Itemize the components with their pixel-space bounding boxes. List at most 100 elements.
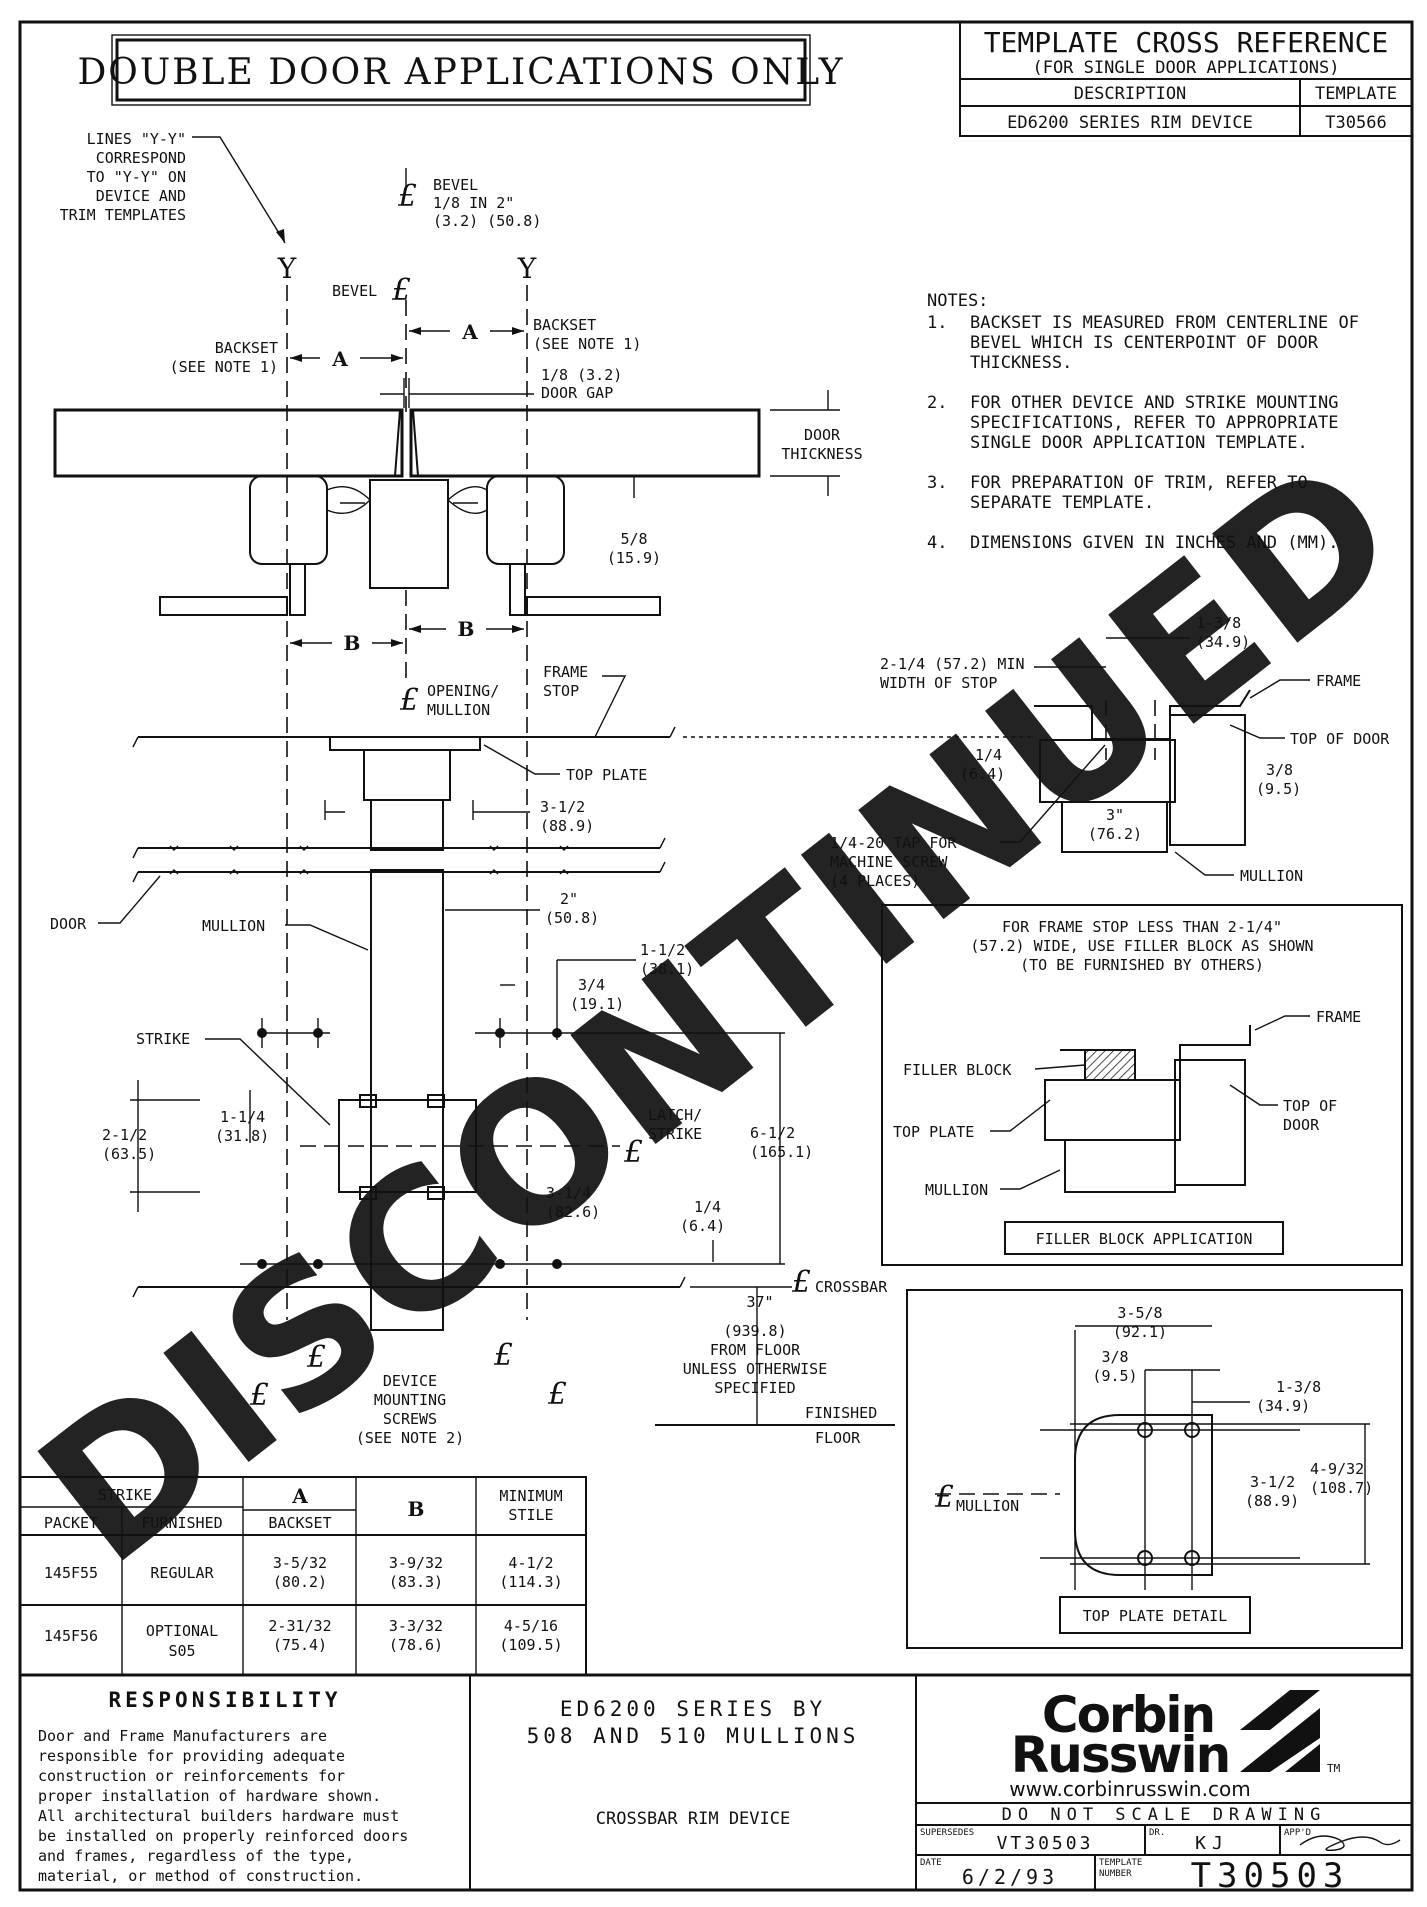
centerline-symbol: £	[547, 1377, 567, 1412]
filler-block-label: FILLER BLOCK	[903, 1061, 1011, 1079]
plan-view: LINES "Y-Y" CORRESPOND TO "Y-Y" ON DEVIC…	[53, 130, 863, 1320]
table-cell-min: 4-1/2	[508, 1554, 553, 1572]
device-screws-line: MOUNTING	[374, 1391, 446, 1409]
table-cell-packet: 145F55	[44, 1564, 98, 1582]
dim-3-1-2-line: (88.9)	[540, 817, 594, 835]
series-title-line: ED6200 SERIES BY	[560, 1697, 826, 1721]
note-1-number: 1.	[927, 313, 947, 333]
tp-dim-3-8-line: (9.5)	[1092, 1367, 1137, 1385]
dim-3-1-4-line: (82.6)	[546, 1203, 600, 1221]
website: www.corbinrusswin.com	[1009, 1777, 1250, 1801]
y-label-left: Y	[277, 252, 297, 285]
dim-3-4-line: 3/4	[578, 976, 605, 994]
mullion-section: 1-3/8 (34.9) 2-1/4 (57.2) MIN WIDTH OF S…	[830, 614, 1390, 890]
trademark: TM	[1327, 1762, 1341, 1775]
tp-dim-1-3-8-line: (34.9)	[1256, 1397, 1310, 1415]
dim-3-8-line: 3/8	[1266, 761, 1293, 779]
tap-line: 1/4-20 TAP FOR	[830, 834, 957, 852]
centerline-symbol: £	[623, 1135, 643, 1170]
yy-note-line: DEVICE AND	[96, 187, 186, 205]
section-mullion-label: MULLION	[1240, 867, 1303, 885]
tp-dim-4-9-32-line: (108.7)	[1310, 1479, 1373, 1497]
frame-stop-line: FRAME	[543, 663, 588, 681]
dim-2-1-2-line: 2-1/2	[102, 1126, 147, 1144]
table-cell-furnished: OPTIONAL	[146, 1622, 218, 1640]
filler-note-line: (57.2) WIDE, USE FILLER BLOCK AS SHOWN	[970, 937, 1313, 955]
filler-top-of-door-line: DOOR	[1283, 1116, 1320, 1134]
supersedes-label: SUPERSEDES	[920, 1828, 974, 1838]
y-label-right: Y	[517, 252, 537, 285]
responsibility-line: be installed on properly reinforced door…	[38, 1827, 408, 1845]
centerline-symbol: £	[391, 273, 411, 308]
dim-37-line: 37"	[746, 1293, 773, 1311]
dim-3-1-4-line: 3-1/4	[546, 1184, 591, 1202]
door-label: DOOR	[50, 915, 87, 933]
dim-6-1-2-line: (165.1)	[750, 1143, 813, 1161]
door-gap-line: 1/8 (3.2)	[541, 366, 622, 384]
latch-strike-line: STRIKE	[648, 1125, 702, 1143]
centerline-symbol: £	[791, 1265, 811, 1300]
backset-left-line: (SEE NOTE 1)	[170, 358, 278, 376]
dim-6-1-2-line: 6-1/2	[750, 1124, 795, 1142]
dim-2-line: 2"	[560, 890, 578, 908]
bevel-top-line: (3.2) (50.8)	[433, 212, 541, 230]
tp-mullion-label: MULLION	[956, 1497, 1019, 1515]
filler-mullion-label: MULLION	[925, 1181, 988, 1199]
series-title-line: 508 AND 510 MULLIONS	[527, 1724, 860, 1748]
table-cell-a: (80.2)	[273, 1573, 327, 1591]
dim-1-3-8-line: (34.9)	[1196, 633, 1250, 651]
dim-a-left: A	[331, 347, 348, 371]
cross-reference-row-template: T30566	[1325, 113, 1386, 133]
table-col-a-sub: BACKSET	[268, 1514, 331, 1532]
responsibility-line: material, or method of construction.	[38, 1867, 363, 1885]
dr-label: DR.	[1149, 1828, 1165, 1838]
table-cell-furnished: S05	[168, 1642, 195, 1660]
sheet-border	[18, 20, 1414, 1892]
centerline-symbol: £	[493, 1338, 513, 1373]
yy-note-line: CORRESPOND	[96, 149, 186, 167]
dim-37-line: SPECIFIED	[714, 1379, 795, 1397]
dim-1-4-line: (6.4)	[960, 765, 1005, 783]
note-3-line: SEPARATE TEMPLATE.	[970, 493, 1154, 513]
do-not-scale: DO NOT SCALE DRAWING	[1002, 1805, 1327, 1825]
dr-value: KJ	[1195, 1833, 1229, 1854]
brand-logo-line: Russwin	[1011, 1726, 1230, 1784]
table-col-min: STILE	[508, 1506, 553, 1524]
dim-b-left: B	[344, 631, 361, 655]
dim-1-1-4-line: 1-1/4	[220, 1108, 265, 1126]
table-cell-min: (114.3)	[499, 1573, 562, 1591]
device-screws-line: DEVICE	[383, 1372, 437, 1390]
device-screws-line: (SEE NOTE 2)	[356, 1429, 464, 1447]
crossbar-label: CROSSBAR	[815, 1278, 888, 1296]
filler-note-line: FOR FRAME STOP LESS THAN 2-1/4"	[1002, 918, 1282, 936]
dim-1-1-4-line: (31.8)	[215, 1127, 269, 1145]
supersedes-value: VT30503	[997, 1833, 1094, 1854]
discontinued-watermark: DISCONTINUED	[1, 416, 1427, 1606]
dim-a-right: A	[461, 320, 478, 344]
responsibility-line: and frames, regardless of the type,	[38, 1847, 354, 1865]
template-number: T30503	[1191, 1856, 1350, 1896]
brand-logo-line: Corbin	[1042, 1686, 1214, 1744]
dim-1-4-line: 1/4	[694, 1198, 721, 1216]
yy-note-line: TO "Y-Y" ON	[87, 168, 186, 186]
filler-top-of-door-line: TOP OF	[1283, 1097, 1337, 1115]
date-value: 6/2/93	[962, 1865, 1058, 1889]
appd-label: APP'D	[1284, 1828, 1311, 1838]
title-block: RESPONSIBILITY Door and Frame Manufactur…	[20, 1673, 1412, 1896]
door-thickness-line: THICKNESS	[781, 445, 862, 463]
dim-37-line: FROM FLOOR	[710, 1341, 801, 1359]
centerline-symbol: £	[934, 1480, 954, 1515]
dim-3-8-line: (9.5)	[1256, 780, 1301, 798]
filler-frame-label: FRAME	[1316, 1008, 1361, 1026]
dim-1-1-2-line: 1-1/2	[640, 941, 685, 959]
responsibility-line: proper installation of hardware shown.	[38, 1787, 381, 1805]
page-title: DOUBLE DOOR APPLICATIONS ONLY	[77, 52, 844, 93]
dim-1-4-line: 1/4	[975, 746, 1002, 764]
filler-top-plate-label: TOP PLATE	[893, 1123, 974, 1141]
strike-table: STRIKE PACKET FURNISHED A BACKSET B MINI…	[19, 1476, 587, 1676]
backset-left-line: BACKSET	[215, 339, 278, 357]
dim-b-right: B	[458, 617, 475, 641]
note-1-line: BACKSET IS MEASURED FROM CENTERLINE OF	[970, 313, 1359, 333]
tp-dim-3-8-line: 3/8	[1101, 1348, 1128, 1366]
dim-3-4-line: (19.1)	[570, 995, 624, 1013]
